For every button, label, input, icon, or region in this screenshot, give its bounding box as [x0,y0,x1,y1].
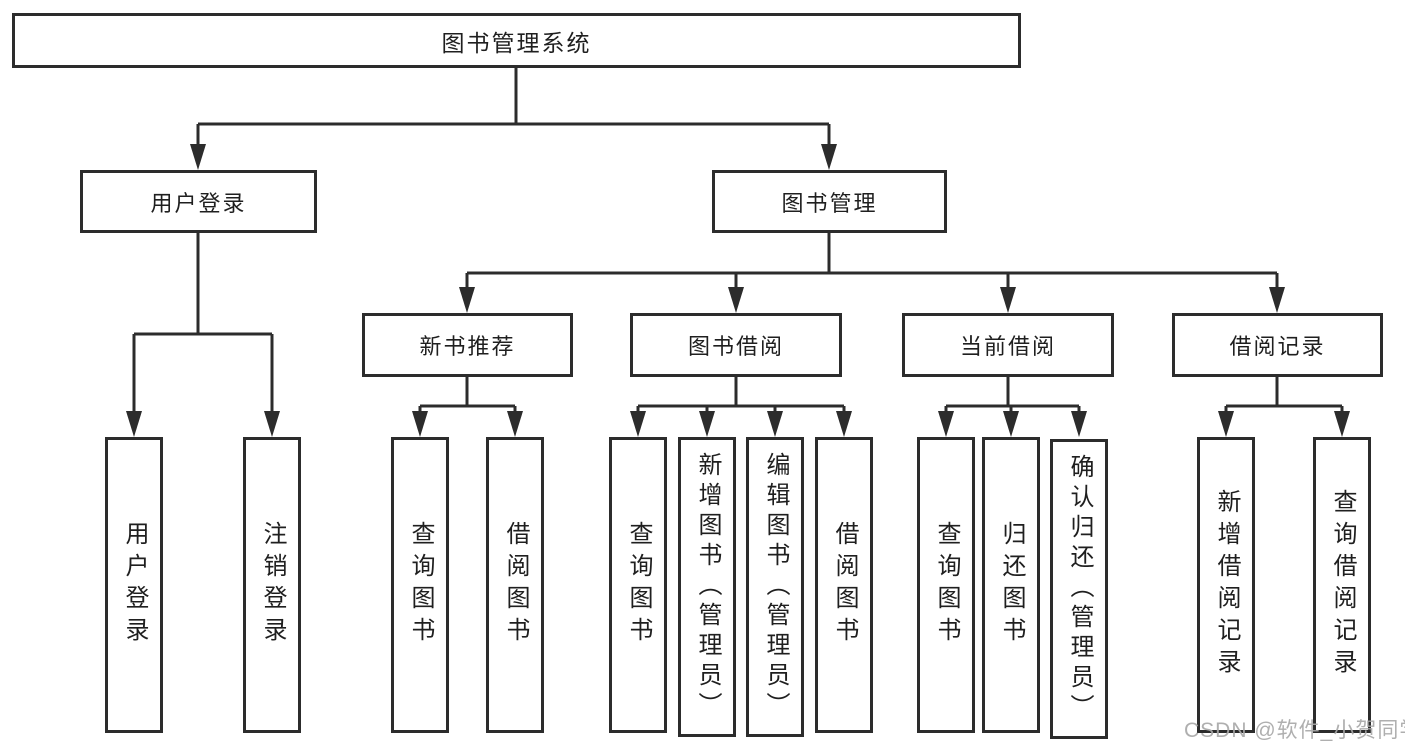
leaf-current-query-books-label: 查询图书 [933,521,960,649]
leaf-newbook-borrow-books-label: 借阅图书 [502,521,529,649]
leaf-borrow-edit-books-admin-label: 编辑图书（管理员） [762,452,789,722]
node-book-borrow: 图书借阅 [630,313,842,377]
leaf-current-confirm-return-admin-label: 确认归还（管理员） [1066,454,1093,724]
node-user-login-label: 用户登录 [150,190,247,216]
arrowheads [126,144,1350,437]
leaf-records-query-record: 查询借阅记录 [1313,437,1371,733]
leaf-borrow-add-books-admin-label: 新增图书（管理员） [694,452,721,722]
node-current-borrow: 当前借阅 [902,313,1114,377]
node-user-login: 用户登录 [80,170,317,233]
node-borrow-records: 借阅记录 [1172,313,1383,377]
leaf-logout: 注销登录 [243,437,301,733]
node-book-borrow-label: 图书借阅 [687,334,784,359]
watermark: CSDN @软件_小贺同学 [1184,719,1405,742]
node-book-management: 图书管理 [712,170,947,233]
leaf-borrow-borrow-books-label: 借阅图书 [831,521,858,649]
leaf-records-add-record: 新增借阅记录 [1197,437,1255,733]
leaf-borrow-add-books-admin: 新增图书（管理员） [678,437,736,737]
node-current-borrow-label: 当前借阅 [959,334,1056,359]
leaf-logout-label: 注销登录 [259,521,286,649]
leaf-user-login-label: 用户登录 [121,521,148,649]
leaf-records-add-record-label: 新增借阅记录 [1213,489,1240,681]
leaf-newbook-query-books: 查询图书 [391,437,449,733]
leaf-borrow-query-books: 查询图书 [609,437,667,733]
leaf-current-confirm-return-admin: 确认归还（管理员） [1050,439,1108,739]
leaf-current-return-books-label: 归还图书 [998,521,1025,649]
node-new-book-recommend: 新书推荐 [362,313,573,377]
leaf-borrow-edit-books-admin: 编辑图书（管理员） [746,437,804,737]
node-book-management-label: 图书管理 [781,190,878,216]
node-new-book-recommend-label: 新书推荐 [419,334,516,359]
leaf-user-login: 用户登录 [105,437,163,733]
leaf-borrow-query-books-label: 查询图书 [625,521,652,649]
leaf-records-query-record-label: 查询借阅记录 [1329,489,1356,681]
node-borrow-records-label: 借阅记录 [1229,334,1326,359]
leaf-newbook-query-books-label: 查询图书 [407,521,434,649]
node-root: 图书管理系统 [12,13,1021,68]
leaf-current-query-books: 查询图书 [917,437,975,733]
leaf-newbook-borrow-books: 借阅图书 [486,437,544,733]
leaf-current-return-books: 归还图书 [982,437,1040,733]
node-root-label: 图书管理系统 [441,29,592,56]
leaf-borrow-borrow-books: 借阅图书 [815,437,873,733]
